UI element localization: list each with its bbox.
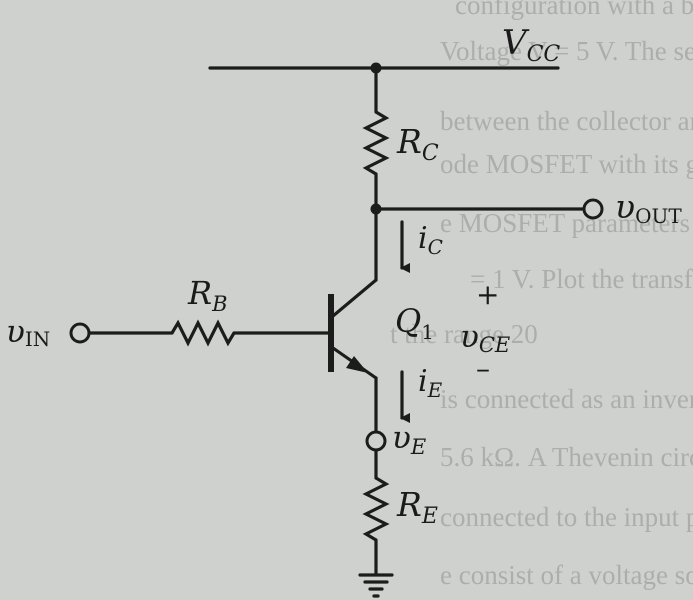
- ve-label: υE: [392, 420, 426, 459]
- ghost-line-5: e MOSFET parameters K =: [440, 208, 693, 238]
- q1-collector-lead: [331, 278, 378, 318]
- ghost-line-8: is connected as an inverter with V: [440, 384, 693, 414]
- ghost-line-11: e consist of a voltage source of val: [440, 560, 693, 590]
- ghost-line-1: configuration with a base resistor R: [455, 0, 693, 20]
- rb-label: RB: [187, 274, 228, 316]
- vce-label: υCE: [460, 319, 510, 357]
- ic-label: iC: [418, 221, 443, 259]
- ghost-line-3: between the collector and V conne: [440, 106, 693, 136]
- ghost-line-9: 5.6 kΩ. A Thevenin circuit with: [440, 442, 693, 472]
- vin-label: υIN: [6, 314, 50, 351]
- base-resistor-rb: [170, 319, 236, 347]
- ghost-line-6: = 1 V. Plot the transfer characteristic: [470, 264, 693, 294]
- collector-resistor-rc: [362, 110, 390, 176]
- re-label: RE: [396, 485, 438, 529]
- vcc-label: VCC: [502, 23, 560, 67]
- ie-label: iE: [418, 364, 443, 402]
- rc-label: RC: [396, 122, 439, 166]
- vce-plus-sign: +: [476, 278, 499, 311]
- vout-label: υOUT: [615, 187, 682, 228]
- q1-label: Q1: [395, 302, 434, 344]
- vout-terminal: [582, 198, 604, 220]
- ghost-line-2: Voltage V = 5 V. The series: [440, 36, 693, 66]
- ghost-line-7: t the range 20: [390, 319, 538, 349]
- emitter-resistor-re: [362, 476, 390, 542]
- ground-symbol: [358, 573, 394, 598]
- ghost-line-10: connected to the input port. The: [440, 502, 693, 532]
- ve-terminal: [365, 430, 387, 452]
- q1-emitter-arrow: [346, 356, 368, 373]
- vin-terminal: [69, 322, 91, 344]
- ghost-line-4: ode MOSFET with its gate conne: [440, 149, 693, 179]
- vce-minus-sign: –: [476, 352, 490, 385]
